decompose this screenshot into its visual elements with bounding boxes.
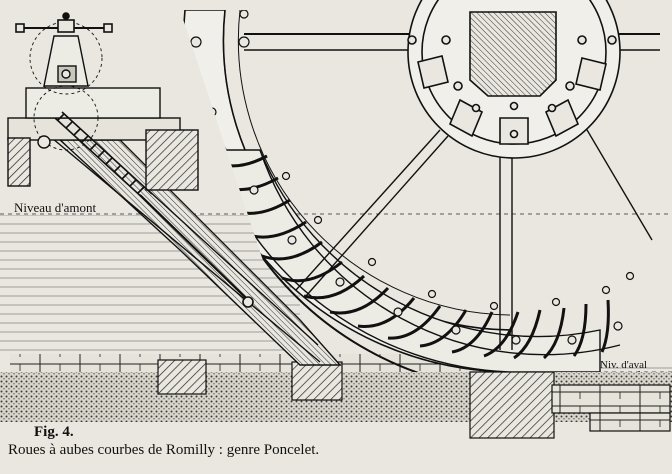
masonry-floor xyxy=(10,354,550,372)
rivet-icon xyxy=(189,10,635,345)
handwheel-icon xyxy=(15,12,113,33)
foundation-blocks xyxy=(157,359,671,439)
gate-rack xyxy=(54,111,254,308)
wheel-spokes xyxy=(295,117,653,350)
figure-number: Fig. 4. xyxy=(34,424,74,440)
wheel-hub xyxy=(244,0,660,159)
sluice-lift-gear xyxy=(29,21,103,151)
figure-caption: Roues à aubes courbes de Romilly : genre… xyxy=(8,442,320,458)
curved-buckets xyxy=(214,154,610,360)
upstream-level-label: Niveau d'amont xyxy=(14,200,97,215)
poncelet-wheel xyxy=(182,10,653,372)
headwall xyxy=(7,87,199,191)
downstream-level-label: Niv. d'aval xyxy=(600,359,648,371)
